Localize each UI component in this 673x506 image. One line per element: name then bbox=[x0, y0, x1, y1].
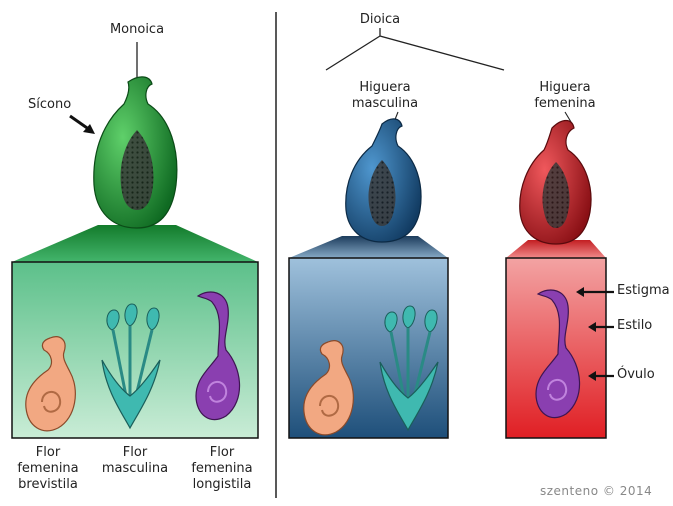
male-tree-label: Higuera masculina bbox=[340, 80, 430, 112]
ovule-label: Óvulo bbox=[617, 367, 655, 383]
style-label: Estilo bbox=[617, 318, 652, 334]
flower-label-line: longistila bbox=[180, 477, 264, 493]
green-cone bbox=[12, 225, 258, 262]
flower-label-line: Flor bbox=[180, 445, 264, 461]
flower-label-line: Flor bbox=[90, 445, 180, 461]
credit-text: szenteno © 2014 bbox=[540, 484, 652, 498]
flower-label-line: femenina bbox=[180, 461, 264, 477]
stigma-label: Estigma bbox=[617, 283, 670, 299]
flower-label-line: femenina bbox=[8, 461, 88, 477]
female-tree-label: Higuera femenina bbox=[520, 80, 610, 112]
syconium-label: Sícono bbox=[28, 97, 71, 113]
male-tree-line2: masculina bbox=[340, 96, 430, 112]
green-fig bbox=[94, 77, 177, 228]
dioica-branch-lines bbox=[326, 28, 504, 70]
flower-label-masculina: Flor masculina bbox=[90, 445, 180, 477]
flower-label-line: masculina bbox=[90, 461, 180, 477]
female-tree-line2: femenina bbox=[520, 96, 610, 112]
blue-fig bbox=[346, 119, 421, 242]
flower-label-line: Flor bbox=[8, 445, 88, 461]
monoica-title: Monoica bbox=[102, 22, 172, 38]
flower-label-longistila: Flor femenina longistila bbox=[180, 445, 264, 493]
red-fig bbox=[520, 121, 591, 245]
male-tree-line1: Higuera bbox=[340, 80, 430, 96]
flower-label-line: brevistila bbox=[8, 477, 88, 493]
female-tree-line1: Higuera bbox=[520, 80, 610, 96]
dioica-title: Dioica bbox=[342, 12, 418, 28]
flower-label-brevistila: Flor femenina brevistila bbox=[8, 445, 88, 493]
